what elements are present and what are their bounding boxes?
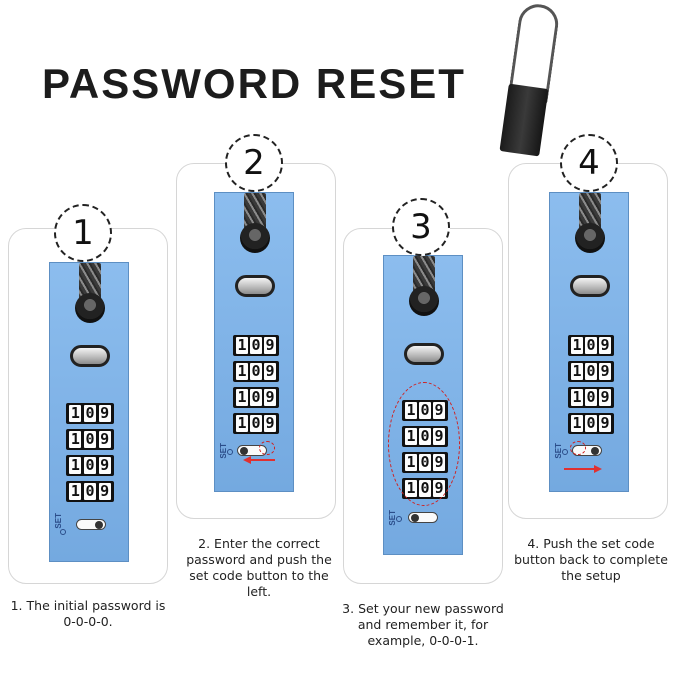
- push-right-arrow: [564, 468, 594, 470]
- push-left-arrow: [249, 459, 275, 461]
- shackle-base: [575, 223, 605, 253]
- wheel-digit: 1: [236, 388, 248, 406]
- combination-wheel: 1 0 9: [233, 387, 279, 408]
- step-1-caption: 1. The initial password is 0-0-0-0.: [10, 598, 166, 629]
- wheel-digit: 0: [250, 336, 262, 354]
- switch-highlight: [570, 441, 586, 455]
- wheel-digit: 0: [83, 404, 96, 422]
- wheel-digit: 1: [236, 336, 248, 354]
- combination-wheel: 1 0 9: [66, 455, 114, 476]
- step-1-lock-plate: 1 0 9 1 0 9 1 0 9 1 0 9 SET: [49, 262, 129, 562]
- step-3-caption: 3. Set your new password and remember it…: [342, 601, 504, 648]
- combination-wheel: 1 0 9: [233, 413, 279, 434]
- wheel-digit: 0: [585, 336, 597, 354]
- step-3-lock-plate: 1 0 9 1 0 9 1 0 9 1 0 9 SET: [383, 255, 463, 555]
- combination-wheel: 1 0 9: [568, 361, 614, 382]
- wheels-highlight: [388, 382, 460, 506]
- step-2-lock-plate: 1 0 9 1 0 9 1 0 9 1 0 9 SET: [214, 192, 294, 492]
- wheel-digit: 9: [599, 388, 611, 406]
- wheel-digit: 0: [250, 362, 262, 380]
- wheel-digit: 9: [599, 414, 611, 432]
- step-2-caption: 2. Enter the correct password and push t…: [186, 536, 332, 599]
- combination-wheel: 1 0 9: [66, 403, 114, 424]
- wheel-digit: 9: [264, 414, 276, 432]
- wheel-digit: 1: [69, 430, 82, 448]
- set-indicator-dot: [562, 449, 568, 455]
- combination-wheel: 1 0 9: [66, 481, 114, 502]
- wheel-digit: 9: [98, 456, 111, 474]
- wheel-digit: 0: [83, 456, 96, 474]
- wheel-digit: 1: [69, 482, 82, 500]
- wheel-digit: 9: [264, 336, 276, 354]
- shackle-base: [240, 223, 270, 253]
- wheel-digit: 0: [83, 430, 96, 448]
- wheel-digit: 1: [236, 414, 248, 432]
- wheel-digit: 9: [264, 362, 276, 380]
- release-button: [570, 275, 610, 297]
- arrow-right-icon: [594, 465, 602, 473]
- step-4-caption: 4. Push the set code button back to comp…: [514, 536, 668, 583]
- switch-knob: [591, 447, 599, 455]
- page-title: PASSWORD RESET: [42, 60, 466, 107]
- step-1-number: 1: [54, 204, 112, 262]
- shackle-cable: [79, 263, 101, 299]
- shackle-base: [409, 286, 439, 316]
- switch-knob: [95, 521, 103, 529]
- combination-wheel: 1 0 9: [66, 429, 114, 450]
- switch-knob: [411, 514, 419, 522]
- wheel-digit: 0: [585, 388, 597, 406]
- wheel-digit: 9: [98, 482, 111, 500]
- release-button: [235, 275, 275, 297]
- step-4-number: 4: [560, 134, 618, 192]
- wheel-digit: 0: [585, 362, 597, 380]
- arrow-left-icon: [243, 456, 251, 464]
- wheel-digit: 1: [571, 336, 583, 354]
- wheel-digit: 9: [264, 388, 276, 406]
- step-4-lock-plate: 1 0 9 1 0 9 1 0 9 1 0 9 SET: [549, 192, 629, 492]
- padlock-icon: [499, 83, 549, 157]
- combination-wheel: 1 0 9: [233, 361, 279, 382]
- wheel-digit: 9: [98, 430, 111, 448]
- wheel-digit: 0: [83, 482, 96, 500]
- set-code-switch: [408, 512, 438, 523]
- wheel-digit: 9: [599, 336, 611, 354]
- switch-knob: [240, 447, 248, 455]
- combination-wheel: 1 0 9: [568, 335, 614, 356]
- combination-wheel: 1 0 9: [568, 413, 614, 434]
- release-button: [404, 343, 444, 365]
- release-button: [70, 345, 110, 367]
- shackle-cable: [244, 193, 266, 229]
- wheel-digit: 1: [571, 362, 583, 380]
- wheel-digit: 1: [69, 456, 82, 474]
- combination-wheel: 1 0 9: [568, 387, 614, 408]
- switch-highlight: [259, 441, 275, 455]
- set-code-switch: [76, 519, 106, 530]
- wheel-digit: 9: [98, 404, 111, 422]
- set-indicator-dot: [396, 516, 402, 522]
- step-3-number: 3: [392, 198, 450, 256]
- wheel-digit: 1: [236, 362, 248, 380]
- wheel-digit: 1: [571, 388, 583, 406]
- set-indicator-dot: [60, 529, 66, 535]
- set-label: SET: [54, 513, 63, 529]
- wheel-digit: 0: [250, 414, 262, 432]
- shackle-base: [75, 293, 105, 323]
- wheel-digit: 9: [599, 362, 611, 380]
- wheel-digit: 1: [69, 404, 82, 422]
- set-indicator-dot: [227, 449, 233, 455]
- wheel-digit: 1: [571, 414, 583, 432]
- shackle-cable: [579, 193, 601, 229]
- combination-wheel: 1 0 9: [233, 335, 279, 356]
- wheel-digit: 0: [585, 414, 597, 432]
- shackle-cable: [413, 256, 435, 292]
- wheel-digit: 0: [250, 388, 262, 406]
- step-2-number: 2: [225, 134, 283, 192]
